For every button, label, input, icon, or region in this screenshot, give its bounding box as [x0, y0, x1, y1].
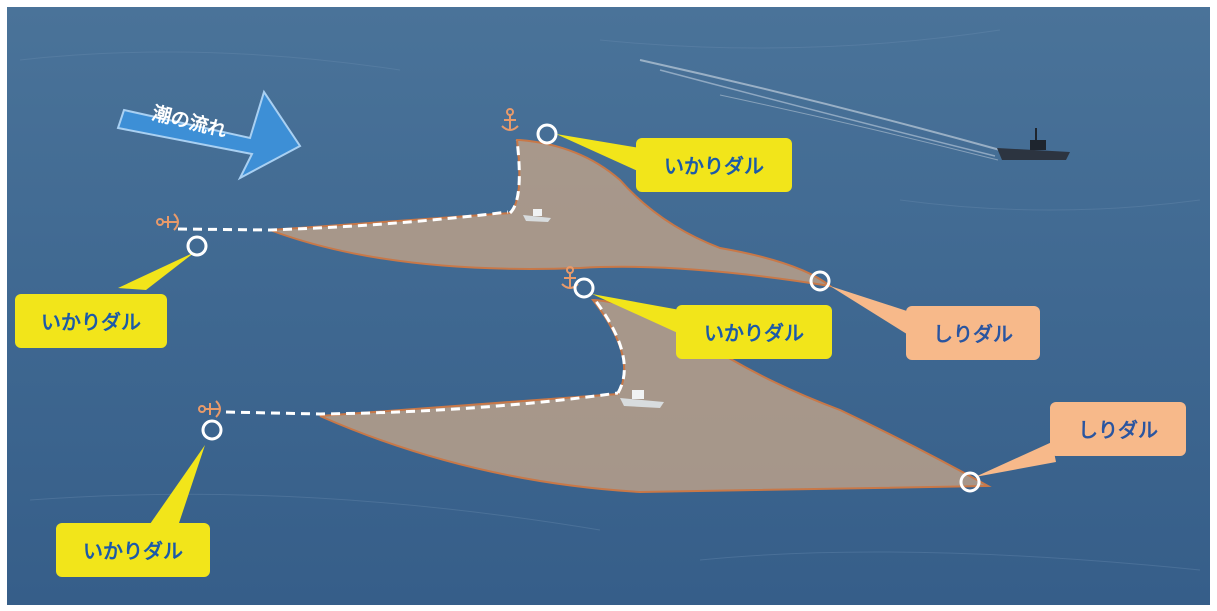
- callout-anchor-bottom-right: いかりダル: [676, 305, 832, 359]
- buoy-ring-icon: [536, 123, 558, 145]
- callout-anchor-top-right: いかりダル: [636, 138, 792, 192]
- buoy-ring-icon: [186, 235, 208, 257]
- callout-label: いかりダル: [41, 310, 141, 334]
- buoy-ring-icon: [573, 277, 595, 299]
- callout-label: いかりダル: [704, 321, 804, 345]
- top-net-body: [269, 139, 834, 288]
- bottom-rope-left: [225, 391, 619, 416]
- anchor-icon: [156, 213, 179, 231]
- callout-label: いかりダル: [83, 539, 183, 563]
- callout-tail-bottom: しりダル: [1050, 402, 1186, 456]
- buoy-ring-icon: [201, 419, 223, 441]
- fishing-boat-icon: [620, 390, 664, 408]
- callout-anchor-top-left: いかりダル: [15, 294, 167, 348]
- callout-anchor-bottom-left: いかりダル: [56, 523, 210, 577]
- top-rope-right: [508, 139, 521, 215]
- callout-label: しりダル: [933, 322, 1013, 346]
- anchor-icon: [501, 108, 519, 131]
- distant-boat: [639, 59, 1070, 161]
- callout-pointers: [118, 134, 1056, 526]
- callout-label: いかりダル: [664, 154, 764, 178]
- callout-label: しりダル: [1078, 418, 1158, 442]
- top-rope-left: [177, 210, 509, 232]
- buoy-ring-icon: [809, 270, 831, 292]
- fishing-boat-icon: [523, 209, 551, 222]
- anchor-icon: [198, 400, 221, 418]
- buoy-ring-icon: [959, 471, 981, 493]
- top-net: [177, 139, 834, 288]
- sea-ripples: [19, 29, 1201, 571]
- callout-tail-top: しりダル: [906, 306, 1040, 360]
- bottom-rope-right: [593, 299, 626, 394]
